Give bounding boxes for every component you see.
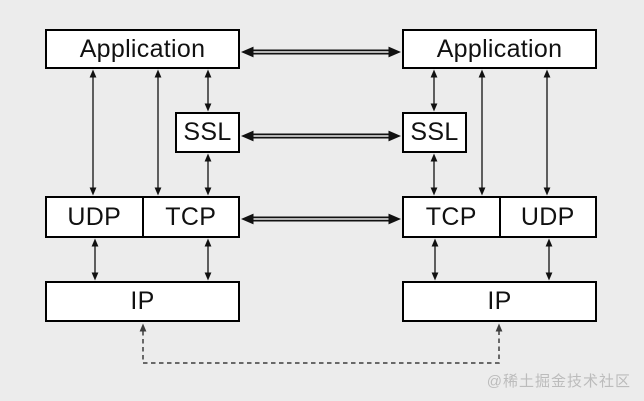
right-app-udp-arrow — [543, 69, 551, 196]
ssl-ssl-arrow — [241, 130, 401, 142]
left-udp-label: UDP — [67, 202, 122, 231]
right-tcp-label: TCP — [425, 202, 477, 231]
right-ssl-box: SSL — [402, 112, 467, 153]
right-ip-label: IP — [487, 287, 512, 315]
left-ip-label: IP — [130, 287, 155, 315]
ip-ip-dashed-arrow — [139, 323, 503, 364]
left-app-ssl-arrow — [204, 69, 212, 112]
left-application-label: Application — [79, 34, 206, 63]
left-app-tcp-arrow — [154, 69, 162, 196]
right-transport-box: TCP UDP — [402, 196, 597, 238]
left-ip-box: IP — [45, 281, 240, 322]
right-ssl-label: SSL — [410, 118, 459, 146]
right-application-label: Application — [436, 34, 563, 63]
left-udp-cell: UDP — [47, 198, 144, 236]
right-app-ssl-arrow — [430, 69, 438, 112]
right-ip-box: IP — [402, 281, 597, 322]
right-app-tcp-arrow — [478, 69, 486, 196]
right-ssl-tcp-arrow — [430, 153, 438, 196]
watermark: @稀土掘金技术社区 — [486, 373, 631, 390]
right-tcp-cell: TCP — [404, 198, 501, 236]
app-app-arrow — [241, 46, 401, 58]
left-tcp-ip-arrow — [204, 238, 212, 281]
left-ssl-label: SSL — [183, 118, 232, 146]
right-application-box: Application — [402, 29, 597, 69]
right-udp-cell: UDP — [501, 198, 596, 236]
right-tcp-ip-arrow — [431, 238, 439, 281]
left-tcp-label: TCP — [165, 202, 217, 231]
left-app-udp-arrow — [89, 69, 97, 196]
right-udp-label: UDP — [520, 202, 575, 231]
right-udp-ip-arrow — [545, 238, 553, 281]
left-ssl-tcp-arrow — [204, 153, 212, 196]
left-tcp-cell: TCP — [144, 198, 239, 236]
tcp-tcp-arrow — [241, 213, 401, 225]
left-application-box: Application — [45, 29, 240, 69]
left-ssl-box: SSL — [175, 112, 240, 153]
left-udp-ip-arrow — [91, 238, 99, 281]
left-transport-box: UDP TCP — [45, 196, 240, 238]
